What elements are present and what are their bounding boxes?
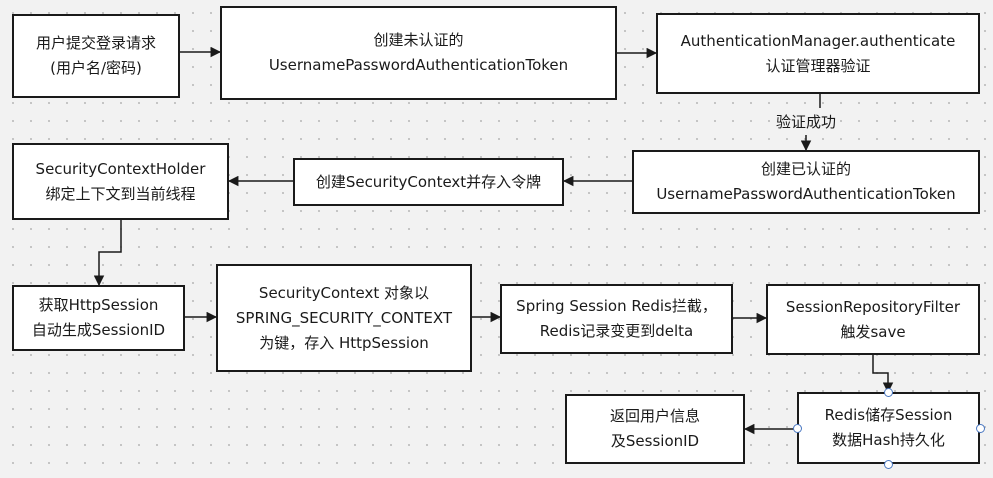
redis-store-line2: 数据Hash持久化 bbox=[832, 431, 945, 449]
store-context-box: SecurityContext 对象以 SPRING_SECURITY_CONT… bbox=[216, 264, 472, 372]
get-http-session-box: 获取HttpSession 自动生成SessionID bbox=[12, 285, 185, 351]
context-holder-line2: 绑定上下文到当前线程 bbox=[45, 184, 196, 203]
edge-holder-to-http-session bbox=[93, 220, 122, 287]
redis-store-box: Redis储存Session 数据Hash持久化 bbox=[797, 392, 980, 464]
verify-success-label: 验证成功 bbox=[773, 112, 840, 132]
create-unauth-token-line1: 创建未认证的 bbox=[373, 31, 464, 49]
context-holder-line1: SecurityContextHolder bbox=[35, 159, 206, 178]
login-request-line2: (用户名/密码) bbox=[50, 59, 142, 77]
create-auth-token-line2: UsernamePasswordAuthenticationToken bbox=[656, 185, 956, 203]
redis-store-line1: Redis储存Session bbox=[824, 406, 953, 424]
return-user-info-box: 返回用户信息 及SessionID bbox=[565, 394, 745, 464]
connector-handle-bottom[interactable] bbox=[884, 460, 893, 469]
return-user-info-line1: 返回用户信息 bbox=[609, 407, 700, 425]
create-unauth-token-line2: UsernamePasswordAuthenticationToken bbox=[268, 56, 569, 74]
create-unauth-token-box: 创建未认证的 UsernamePasswordAuthenticationTok… bbox=[220, 6, 617, 100]
create-auth-token-box: 创建已认证的 UsernamePasswordAuthenticationTok… bbox=[632, 150, 980, 214]
session-repository-filter-line2: 触发save bbox=[840, 322, 906, 341]
create-security-context-box: 创建SecurityContext并存入令牌 bbox=[293, 158, 564, 206]
edge-filter-to-redis-store bbox=[872, 355, 894, 394]
spring-session-redis-line1: Spring Session Redis拦截， bbox=[516, 297, 717, 315]
store-context-line1: SecurityContext 对象以 bbox=[258, 283, 430, 302]
get-http-session-line2: 自动生成SessionID bbox=[31, 321, 166, 339]
create-auth-token-line1: 创建已认证的 bbox=[760, 160, 851, 178]
store-context-line3: 为键，存入 HttpSession bbox=[259, 333, 429, 352]
auth-manager-box: AuthenticationManager.authenticate 认证管理器… bbox=[656, 13, 980, 94]
spring-session-redis-line2: Redis记录变更到delta bbox=[539, 322, 694, 340]
auth-manager-line1: AuthenticationManager.authenticate bbox=[680, 31, 956, 50]
session-repository-filter-box: SessionRepositoryFilter 触发save bbox=[766, 284, 980, 355]
login-request-box: 用户提交登录请求 (用户名/密码) bbox=[12, 14, 180, 98]
create-security-context-line1: 创建SecurityContext并存入令牌 bbox=[315, 172, 542, 191]
get-http-session-line1: 获取HttpSession bbox=[38, 296, 159, 314]
connector-handle-top[interactable] bbox=[884, 388, 893, 397]
login-request-line1: 用户提交登录请求 bbox=[35, 34, 156, 52]
session-repository-filter-line1: SessionRepositoryFilter bbox=[785, 297, 961, 316]
store-context-line2: SPRING_SECURITY_CONTEXT bbox=[235, 308, 453, 327]
auth-manager-line2: 认证管理器验证 bbox=[765, 56, 871, 75]
connector-handle-right[interactable] bbox=[976, 424, 985, 433]
context-holder-box: SecurityContextHolder 绑定上下文到当前线程 bbox=[12, 143, 229, 220]
connector-handle-left[interactable] bbox=[793, 424, 802, 433]
spring-session-redis-box: Spring Session Redis拦截， Redis记录变更到delta bbox=[500, 284, 733, 354]
return-user-info-line2: 及SessionID bbox=[610, 432, 700, 450]
